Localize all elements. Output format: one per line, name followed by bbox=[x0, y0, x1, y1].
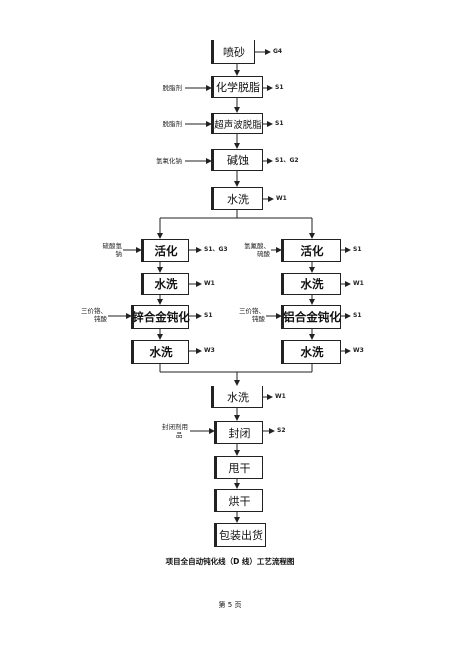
step-seal: 封闭 bbox=[214, 421, 263, 444]
step-water-wash-4: 水洗 bbox=[211, 386, 263, 408]
emission-label: W1 bbox=[204, 280, 215, 287]
emission-label: S2 bbox=[277, 427, 286, 434]
step-alkali-etch: 碱蚀 bbox=[211, 149, 263, 171]
input-label: 品 bbox=[176, 431, 183, 439]
input-label: 脱脂剂 bbox=[162, 84, 183, 92]
emission-label: S1 bbox=[275, 120, 284, 127]
step-activate-left: 活化 bbox=[141, 239, 189, 262]
emission-label: W1 bbox=[275, 393, 286, 400]
input-label: 封闭剂用 bbox=[162, 423, 188, 431]
page-number: 第 5 页 bbox=[218, 601, 242, 609]
emission-label: S1 bbox=[353, 312, 362, 319]
step-pack-ship: 包装出货 bbox=[214, 523, 266, 547]
input-label: 钠 bbox=[115, 250, 123, 258]
input-label: 硫酸氢 bbox=[102, 242, 123, 250]
input-label: 硫酸 bbox=[257, 250, 270, 258]
emission-label: S1 bbox=[353, 246, 362, 253]
step-oven-dry: 烘干 bbox=[214, 489, 263, 512]
step-activate-right: 活化 bbox=[281, 239, 341, 262]
step-water-wash-1: 水洗 bbox=[211, 187, 263, 210]
emission-label: W3 bbox=[353, 347, 364, 354]
step-water-wash-2-right: 水洗 bbox=[281, 273, 341, 295]
step-zinc-alloy-passivate: 锌合金钝化 bbox=[131, 305, 190, 329]
emission-label: S1、G3 bbox=[204, 246, 228, 253]
step-grit-blast: 喷砂 bbox=[211, 40, 255, 64]
figure-caption: 项目全自动钝化线（D 线）工艺流程图 bbox=[165, 557, 295, 566]
step-chemical-degrease: 化学脱脂 bbox=[211, 76, 263, 98]
step-water-wash-3-right: 水洗 bbox=[281, 340, 341, 364]
input-label: 氢氟酸、 bbox=[244, 242, 270, 250]
input-label: 三价铬、 bbox=[81, 307, 107, 315]
step-water-wash-2-left: 水洗 bbox=[141, 273, 189, 295]
emission-label: S1 bbox=[275, 84, 284, 91]
input-label: 钝酸 bbox=[252, 315, 265, 323]
emission-label: W3 bbox=[204, 347, 215, 354]
emission-label: W1 bbox=[276, 195, 287, 202]
emission-label: S1 bbox=[204, 312, 213, 319]
emission-label: S1、G2 bbox=[275, 157, 299, 164]
step-spin-dry: 甩干 bbox=[214, 456, 263, 479]
step-aluminum-alloy-passivate: 铝合金钝化 bbox=[281, 305, 341, 329]
input-label: 氢氧化钠 bbox=[156, 157, 182, 165]
emission-label: W1 bbox=[353, 280, 364, 287]
input-label: 三价铬、 bbox=[239, 307, 265, 315]
step-water-wash-3-left: 水洗 bbox=[131, 340, 189, 364]
input-label: 脱脂剂 bbox=[162, 120, 183, 128]
emission-label: G4 bbox=[273, 48, 283, 55]
input-label: 钝酸 bbox=[94, 315, 107, 323]
step-ultrasonic-degrease: 超声波脱脂 bbox=[211, 113, 263, 134]
